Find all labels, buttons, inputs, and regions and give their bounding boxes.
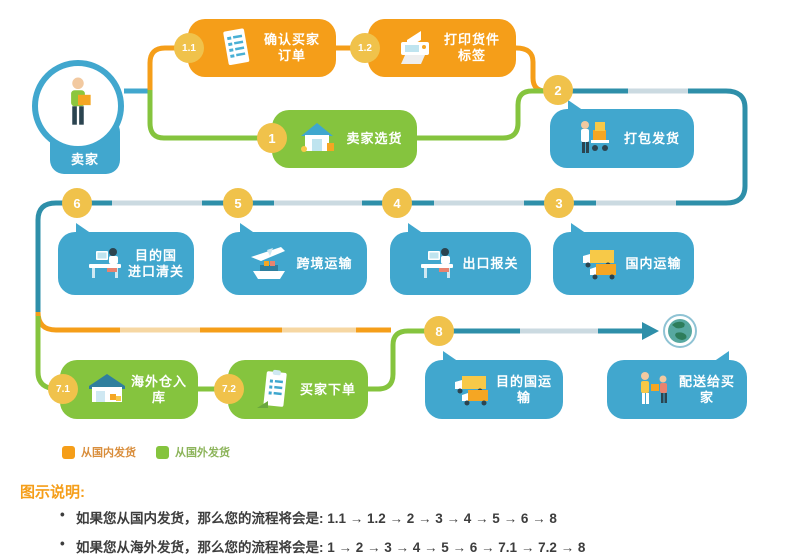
step-marker-6: 6	[62, 188, 92, 218]
flow-step-confirm-order: 确认买家订单	[188, 19, 336, 77]
step-marker-5: 5	[223, 188, 253, 218]
arrow-head-icon	[642, 322, 659, 340]
step-marker-1-1: 1.1	[174, 33, 204, 63]
step-label: 目的国运输	[495, 373, 552, 405]
seller-label: 卖家	[70, 152, 99, 168]
clipboard-icon	[252, 367, 298, 413]
seller-person-icon	[55, 74, 101, 139]
legend-label: 从国外发货	[175, 447, 230, 459]
flow-step-crossborder-transport: 跨境运输	[222, 223, 367, 295]
step-marker-8: 8	[424, 316, 454, 346]
printer-icon	[392, 25, 438, 71]
step-marker-1-2: 1.2	[350, 33, 380, 63]
legend-label: 从国内发货	[81, 447, 136, 459]
seller-avatar	[32, 60, 124, 152]
step-marker-2: 2	[543, 75, 573, 105]
step-label: 海外仓入库	[130, 373, 187, 405]
caption-bullets: 如果您从国内发货，那么您的流程将会是: 1.1 → 1.2 → 2 → 3 → …	[58, 507, 778, 559]
flow-step-seller-pick: 卖家选货	[272, 110, 417, 168]
step-marker-7-1: 7.1	[48, 374, 78, 404]
step-marker-1: 1	[257, 123, 287, 153]
globe-glyph	[662, 314, 698, 353]
plane-ship-icon	[246, 241, 292, 287]
order-document-icon	[212, 25, 258, 71]
step-label: 打包发货	[623, 130, 680, 146]
flow-step-overseas-warehouse: 海外仓入库	[60, 360, 198, 419]
step-label: 打印货件标签	[443, 32, 500, 63]
packing-cart-icon	[574, 116, 620, 162]
step-label: 出口报关	[462, 255, 519, 271]
legend-item-overseas: 从国外发货	[156, 444, 230, 460]
step-marker-4: 4	[382, 188, 412, 218]
flow-step-destination-transport: 目的国运输	[425, 351, 563, 419]
warehouse-icon	[84, 367, 130, 413]
step-label: 卖家选货	[346, 131, 403, 147]
caption-bullet-domestic: 如果您从国内发货，那么您的流程将会是: 1.1 → 1.2 → 2 → 3 → …	[58, 507, 778, 527]
globe-icon	[662, 313, 698, 349]
caption-bullet-overseas: 如果您从海外发货，那么您的流程将会是: 1 → 2 → 3 → 4 → 5 → …	[58, 536, 778, 556]
step-marker-3: 3	[544, 188, 574, 218]
step-label: 配送给买家	[678, 373, 735, 405]
legend: 从国内发货 从国外发货	[62, 444, 230, 460]
step-label: 买家下单	[299, 381, 356, 397]
legend-swatch-green	[156, 445, 169, 459]
step-label: 国内运输	[625, 255, 682, 271]
caption-title: 图示说明:	[20, 484, 85, 501]
customs-desk-icon	[82, 241, 128, 287]
handoff-icon	[631, 367, 677, 413]
truck-icon	[577, 241, 623, 287]
step-label: 跨境运输	[296, 255, 353, 271]
step-label: 确认买家订单	[263, 32, 320, 63]
flow-step-buyer-order: 买家下单	[228, 360, 368, 419]
flow-step-domestic-transport: 国内运输	[553, 223, 694, 295]
step-label: 目的国 进口清关	[128, 247, 185, 279]
legend-swatch-orange	[62, 445, 75, 459]
customs-desk-icon	[414, 241, 460, 287]
flow-step-import-customs: 目的国 进口清关	[58, 223, 194, 295]
truck-icon	[449, 367, 495, 413]
flow-step-deliver-to-buyer: 配送给买家	[607, 351, 747, 419]
flow-step-export-customs: 出口报关	[390, 223, 531, 295]
flow-step-print-label: 打印货件标签	[368, 19, 516, 77]
flow-step-pack-ship: 打包发货	[550, 100, 694, 168]
legend-item-domestic: 从国内发货	[62, 444, 136, 460]
house-icon	[296, 116, 342, 162]
step-marker-7-2: 7.2	[214, 374, 244, 404]
